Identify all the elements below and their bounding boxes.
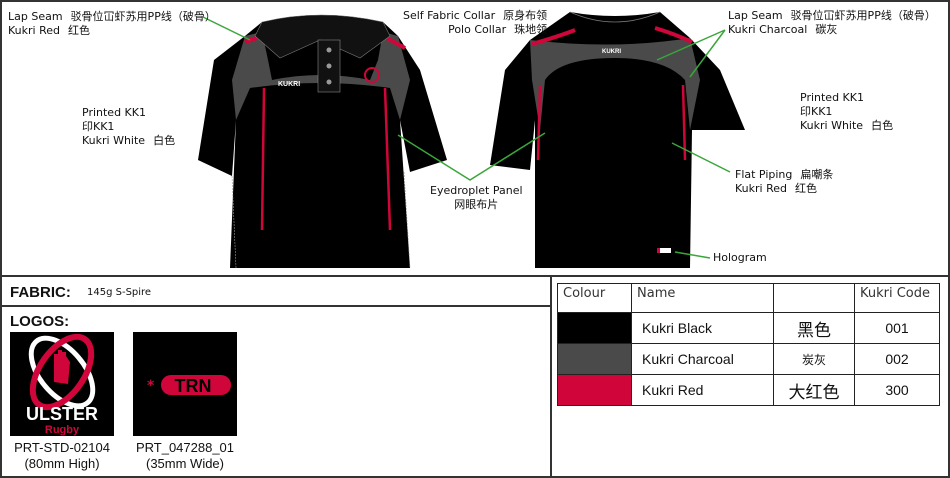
fabric-row — [0, 275, 552, 307]
swatch-black — [557, 312, 632, 344]
front-shirt: KUKRI — [198, 14, 447, 269]
svg-text:TRN: TRN — [175, 376, 212, 396]
logos-label: LOGOS: — [10, 313, 70, 330]
logo-caption-trn: PRT_047288_01(35mm Wide) — [135, 440, 235, 471]
callout-hologram: Hologram — [713, 251, 767, 264]
swatch-charcoal — [557, 343, 632, 375]
ulster-rugby-logo: ULSTER Rugby — [10, 332, 114, 436]
back-shirt: KUKRI — [490, 11, 745, 268]
svg-text:ULSTER: ULSTER — [26, 404, 98, 424]
logo-caption-ulster: PRT-STD-02104(80mm High) — [14, 440, 110, 471]
back-kukri-print: KUKRI — [602, 49, 621, 55]
callout-lines — [202, 16, 731, 259]
garment-drawings: KUKRI KUKRI — [198, 11, 745, 269]
fabric-label: FABRIC: — [10, 284, 71, 301]
svg-text:*: * — [147, 378, 155, 394]
trn-logo: * TRN — [133, 332, 237, 436]
front-kukri-print: KUKRI — [278, 81, 300, 88]
table-header: Colour Name Kukri Code — [557, 283, 940, 313]
table-row: Kukri Charcoal 炭灰 002 — [557, 343, 940, 375]
colour-table: Colour Name Kukri Code Kukri Black 黑色 00… — [557, 283, 940, 406]
table-row: Kukri Red 大红色 300 — [557, 374, 940, 406]
fabric-value: 145g S-Spire — [87, 287, 152, 298]
table-row: Kukri Black 黑色 001 — [557, 312, 940, 344]
svg-text:Rugby: Rugby — [45, 424, 80, 436]
swatch-red — [557, 374, 632, 406]
colour-panel — [550, 275, 950, 478]
